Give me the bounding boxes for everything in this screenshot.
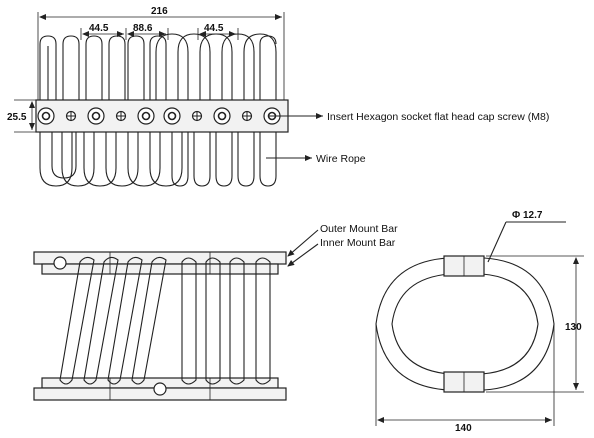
screw-hole (137, 107, 155, 125)
dim-wire-diameter: Φ 12.7 (487, 210, 566, 263)
top-mount-bar (35, 99, 289, 133)
dim-width-label: 140 (455, 423, 472, 434)
pin-hole (191, 110, 203, 122)
top-view: 216 44.5 88.6 44.5 (7, 6, 549, 187)
wire-rope-label: Wire Rope (316, 153, 366, 165)
side-view: Φ 12.7 130 140 (375, 210, 584, 434)
pin-hole (65, 110, 77, 122)
side-ring-outer (375, 257, 555, 391)
screw-label: Insert Hexagon socket flat head cap scre… (327, 111, 549, 123)
pin-hole (115, 110, 127, 122)
outer-bar-callout: Outer Mount Bar (287, 223, 398, 257)
dim-pitches: 44.5 88.6 44.5 (80, 23, 239, 40)
dim-pitch-right: 44.5 (204, 23, 224, 34)
dim-pitch-left: 44.5 (89, 23, 109, 34)
side-ring-inner (391, 273, 539, 375)
top-wire-rope-loops (39, 33, 277, 187)
dim-bar-height-label: 25.5 (7, 112, 27, 123)
screw-hole (163, 107, 181, 125)
screw-hole (87, 107, 105, 125)
front-view: Outer Mount Bar Inner Mount Bar (33, 223, 398, 401)
front-inner-bar-top (41, 263, 279, 275)
dim-overall-width: 216 (37, 6, 285, 100)
screw-callout: Insert Hexagon socket flat head cap scre… (268, 111, 549, 123)
screw-hole (213, 107, 231, 125)
inner-bar-label: Inner Mount Bar (320, 237, 396, 249)
dim-width: 140 (375, 324, 555, 434)
wire-rope-callout: Wire Rope (266, 153, 366, 165)
dim-pitch-middle: 88.6 (133, 23, 153, 34)
dim-wire-diameter-label: Φ 12.7 (512, 210, 543, 221)
pin-hole (241, 110, 253, 122)
screw-hole (37, 107, 55, 125)
inner-bar-callout: Inner Mount Bar (287, 237, 396, 267)
dim-height-label: 130 (565, 322, 582, 333)
dim-bar-height: 25.5 (7, 99, 36, 133)
dim-overall-width-label: 216 (151, 6, 168, 17)
dim-height: 130 (486, 255, 584, 393)
front-coil-strands (59, 256, 271, 385)
outer-bar-label: Outer Mount Bar (320, 223, 398, 235)
front-bar-bolts (53, 252, 211, 400)
